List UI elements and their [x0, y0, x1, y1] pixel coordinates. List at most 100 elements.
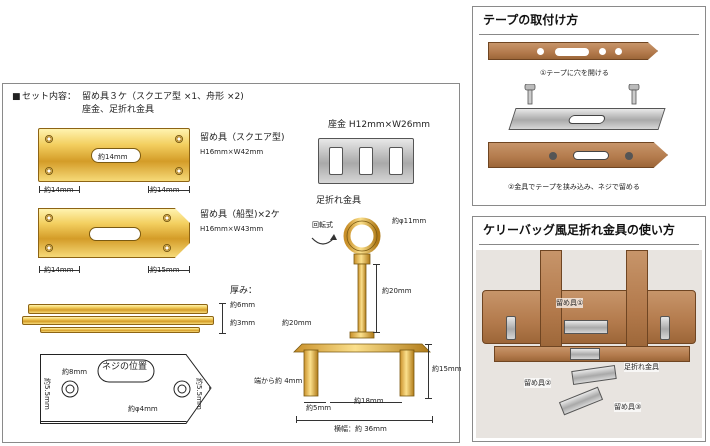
rotating-arrow-icon — [311, 234, 337, 245]
dim-line — [296, 420, 432, 421]
dim-tick — [373, 332, 380, 333]
thickness-plate: 約3mm — [230, 319, 256, 327]
dim-tick — [39, 266, 40, 273]
set-contents-bullet: ■ — [12, 92, 21, 102]
set-contents-line2: 座金、足折れ金具 — [82, 105, 155, 115]
tape-slot — [573, 151, 609, 160]
dim-line — [148, 190, 189, 191]
tape-step2: ②金具でテープを挟み込み、ネジで留める — [508, 183, 640, 191]
total-width-dim: 横幅：約 36mm — [334, 425, 387, 433]
leg-position-dim: 約5mm — [306, 404, 332, 412]
clasp-1-image — [564, 320, 608, 334]
dim-line — [39, 190, 79, 191]
clasp-3-image — [558, 386, 604, 416]
dim-tick — [425, 344, 432, 345]
dim-line — [428, 344, 429, 398]
dim-tick — [189, 266, 190, 273]
dim-tick — [296, 416, 297, 423]
ring-dim: 約φ11mm — [392, 217, 427, 225]
tape-panel-title: テープの取付け方 — [483, 13, 579, 27]
dim-line — [148, 270, 189, 271]
kelly-label-2: 留め具② — [524, 378, 552, 388]
panel-divider — [479, 34, 699, 35]
dim-tick — [432, 416, 433, 423]
dim-tick — [373, 264, 380, 265]
square-right-dim: 約14mm — [150, 186, 180, 194]
dim-line — [39, 270, 79, 271]
edge-distance-label: 端から約 4mm — [254, 377, 303, 385]
screw-icon — [628, 84, 640, 105]
washer-image — [318, 138, 414, 184]
screw-position-diagram — [40, 354, 210, 422]
boat-clasp-size: H16mm×W43mm — [200, 225, 264, 233]
side-clasp-left — [506, 316, 516, 340]
screw-hole-icon — [175, 135, 183, 143]
side-clasp-right — [660, 316, 670, 340]
square-slot-dim: 約14mm — [98, 153, 128, 161]
boat-left-dim: 約14mm — [44, 266, 74, 274]
dim-line — [376, 264, 377, 332]
dim-tick — [39, 186, 40, 193]
square-clasp-size: H16mm×W42mm — [200, 148, 264, 156]
tape-with-holes-image — [488, 42, 658, 60]
dim-tick — [148, 186, 149, 193]
square-clasp-image — [38, 128, 190, 182]
clasp-side-view-image — [22, 316, 214, 325]
washer-slot — [389, 147, 403, 175]
boat-clasp-name: 留め具（船型)×2ケ — [200, 210, 280, 220]
screw-diagram-title: ネジの位置 — [102, 362, 148, 372]
clasp-slot — [89, 227, 141, 241]
screw-hole-icon — [45, 214, 53, 222]
bent-fitting-image — [570, 348, 600, 360]
screw-icon — [524, 84, 536, 105]
set-contents-label: セット内容： — [22, 92, 77, 102]
dim-tick — [219, 303, 226, 304]
dim-tick — [148, 266, 149, 273]
screw-hole-icon — [163, 214, 171, 222]
washer-slot — [359, 147, 373, 175]
bent-fitting-image — [293, 217, 431, 397]
dim-tick — [79, 186, 80, 193]
dim-tick — [189, 186, 190, 193]
tape-hole — [549, 152, 557, 160]
boat-right-dim: 約15mm — [150, 266, 180, 274]
rotating-label: 回転式 — [312, 221, 333, 229]
tape-hole — [537, 48, 544, 55]
screw-hole-icon — [163, 244, 171, 252]
set-contents-line1: 留め具３ケ（スクエア型 ×1、舟形 ×2) — [82, 92, 244, 102]
dim-tick — [79, 266, 80, 273]
leg-width-dim: 約20mm — [282, 319, 312, 327]
bent-fitting-name: 足折れ金具 — [316, 196, 362, 206]
clasp-side-view-image — [40, 327, 200, 333]
dim-line — [304, 402, 326, 403]
screw-top-dim: 約8mm — [62, 368, 88, 376]
tape-hole — [599, 48, 606, 55]
shaft-dim: 約20mm — [382, 287, 412, 295]
screw-hole-dim: 約φ4mm — [128, 405, 158, 413]
washer-name: 座金 H12mm×W26mm — [328, 120, 431, 130]
tape-attachment-panel: テープの取付け方 — [472, 6, 706, 206]
kelly-label-bent: 足折れ金具 — [624, 362, 659, 372]
bag-strap-right — [626, 250, 648, 350]
clasp-plate-image — [508, 108, 666, 130]
boat-clasp-image — [38, 208, 190, 258]
screw-position-outline — [40, 354, 212, 424]
screw-hole-icon — [45, 244, 53, 252]
dim-tick — [219, 333, 226, 334]
square-clasp-name: 留め具（スクエア型) — [200, 133, 285, 143]
kelly-bag-photo — [476, 250, 702, 438]
tape-hole — [625, 152, 633, 160]
leg-height-dim: 約15mm — [432, 365, 462, 373]
screw-hole-icon — [45, 167, 53, 175]
clasp-slot — [91, 148, 141, 163]
tape-slot — [555, 48, 589, 56]
clasp-side-view-image — [28, 304, 208, 314]
tape-hole — [615, 48, 622, 55]
kelly-label-3: 留め具③ — [614, 402, 642, 412]
dim-line — [222, 303, 223, 333]
washer-slot — [329, 147, 343, 175]
dim-tick — [425, 398, 432, 399]
screw-hole-icon — [45, 135, 53, 143]
screw-left-dim: 約5.5mm — [43, 378, 51, 410]
thickness-label: 厚み： — [230, 286, 258, 296]
